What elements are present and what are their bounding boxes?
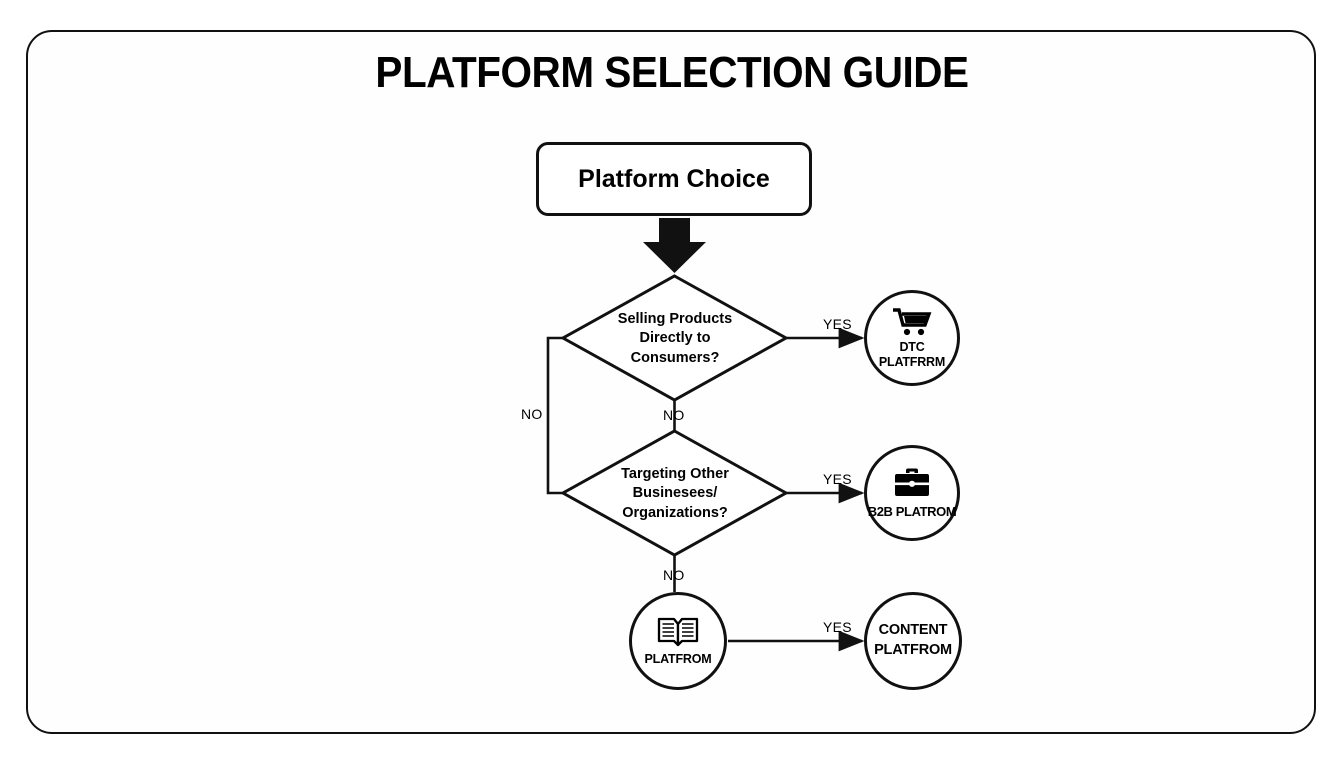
decision-diamond-b2b[interactable] bbox=[559, 429, 790, 557]
edge-label-dtc-no-down: NO bbox=[663, 407, 685, 423]
edge-label-dtc-no-left: NO bbox=[521, 406, 543, 422]
edge-label-b2b-yes: YES bbox=[823, 471, 852, 487]
edge-label-book-yes: YES bbox=[823, 619, 852, 635]
briefcase-icon bbox=[892, 466, 932, 498]
edge-label-dtc-yes: YES bbox=[823, 316, 852, 332]
start-node[interactable]: Platform Choice bbox=[536, 142, 812, 216]
open-book-icon bbox=[656, 615, 700, 649]
shopping-cart-icon bbox=[892, 307, 932, 337]
outcome-node-b2b-platform[interactable]: B2B PLATROM bbox=[864, 445, 960, 541]
outcome-node-book-platform[interactable]: PLATFROM bbox=[629, 592, 727, 690]
outcome-b2b-platform-label: B2B PLATROM bbox=[868, 504, 957, 520]
outcome-dtc-platform-label: DTC PLATFRRM bbox=[879, 340, 945, 370]
outcome-node-content-platform[interactable]: CONTENT PLATFROM bbox=[864, 592, 962, 690]
outcome-content-line-2: PLATFROM bbox=[874, 642, 952, 658]
page-title: PLATFORM SELECTION GUIDE bbox=[375, 48, 969, 97]
outcome-book-line-1: PLATFROM bbox=[644, 652, 712, 666]
start-node-label: Platform Choice bbox=[578, 164, 770, 193]
outcome-dtc-line-1: DTC bbox=[899, 339, 925, 354]
outcome-content-line-1: CONTENT bbox=[878, 622, 948, 639]
block-arrow-icon bbox=[643, 218, 706, 273]
edge-dtc-no-left bbox=[546, 336, 563, 495]
outcome-b2b-line-1: B2B PLATROM bbox=[867, 504, 957, 520]
edge-label-b2b-no-down: NO bbox=[663, 567, 685, 583]
decision-diamond-dtc[interactable] bbox=[559, 274, 790, 402]
outcome-dtc-line-2: PLATFRRM bbox=[878, 354, 946, 369]
outcome-book-platform-label: PLATFROM bbox=[645, 652, 712, 667]
outcome-node-dtc-platform[interactable]: DTC PLATFRRM bbox=[864, 290, 960, 386]
outcome-content-platform-label: CONTENT PLATFROM bbox=[874, 621, 952, 660]
